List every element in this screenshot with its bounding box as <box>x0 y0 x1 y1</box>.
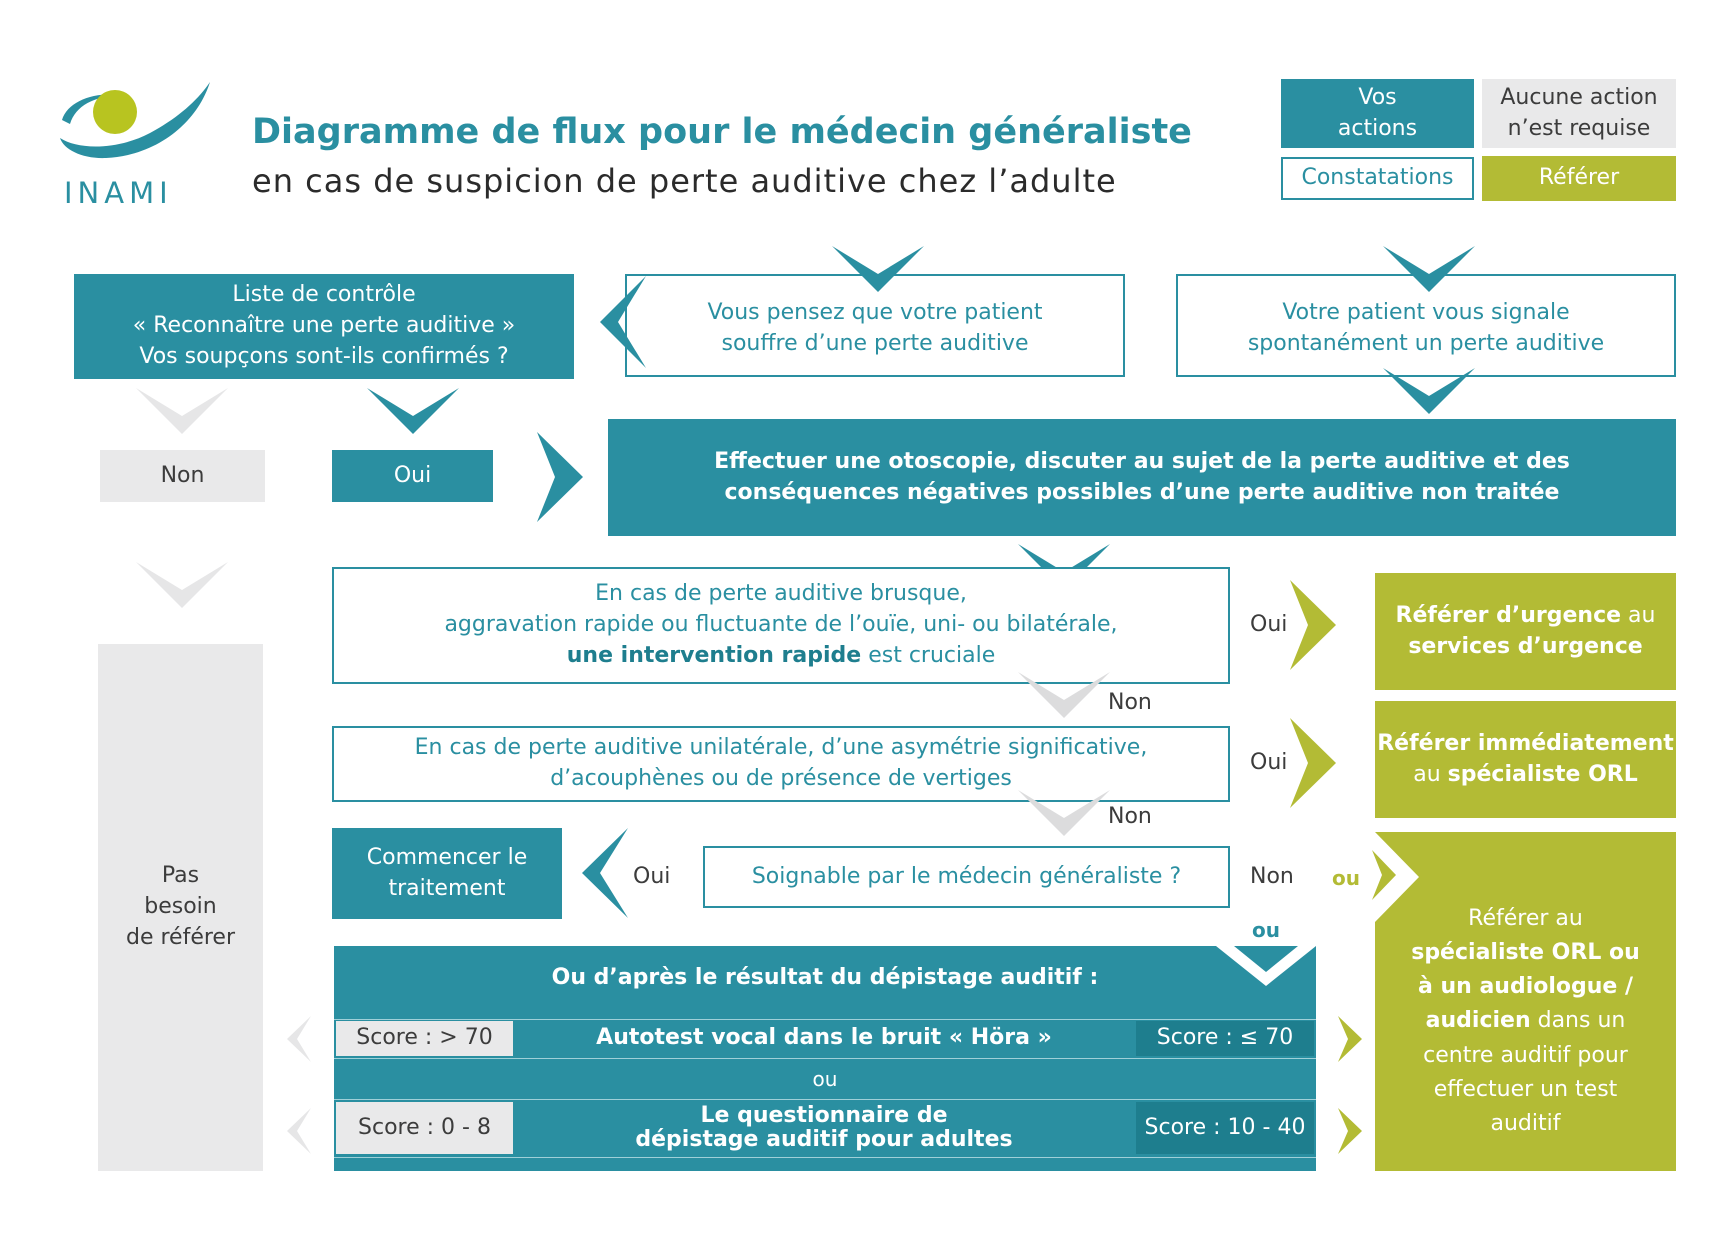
chevron-down-icon <box>136 562 228 608</box>
chevron-down-icon <box>1383 368 1475 414</box>
chevron-right-icon <box>1338 1108 1362 1154</box>
test-hora: Autotest vocal dans le bruit « Höra » <box>596 1025 1052 1051</box>
legend-no-action: Aucune action n’est requise <box>1482 79 1676 148</box>
screening-header: Ou d’après le résultat du dépistage audi… <box>551 965 1099 990</box>
chevron-down-icon <box>832 246 924 292</box>
no-referral-box: Pas besoin de référer <box>98 644 263 1171</box>
refer-urgent-box: Référer d’urgence au services d’urgence <box>1375 573 1676 690</box>
chevron-down-icon <box>1018 672 1110 718</box>
chevron-left-icon <box>600 276 646 368</box>
label-oui-treatable: Oui <box>633 864 671 889</box>
label-non-unilateral: Non <box>1108 804 1152 829</box>
answer-oui-box: Oui <box>332 450 493 502</box>
label-non-sudden: Non <box>1108 690 1152 715</box>
label-non-treatable: Non <box>1250 864 1294 889</box>
score-hora-low: Score : > 70 <box>336 1021 513 1056</box>
suspect-box: Vous pensez que votre patient souffre d’… <box>625 274 1125 377</box>
inami-logo-icon <box>60 82 210 159</box>
chevron-down-icon <box>1018 790 1110 836</box>
chevron-left-icon <box>287 1016 311 1062</box>
sudden-loss-box: En cas de perte auditive brusque, aggrav… <box>332 567 1230 684</box>
test-questionnaire: Le questionnaire de dépistage auditif po… <box>635 1102 1013 1152</box>
chevron-down-icon <box>367 388 459 434</box>
legend-refer: Référer <box>1482 156 1676 201</box>
divider <box>334 1019 1316 1020</box>
chevron-left-icon <box>582 828 628 918</box>
refer-immediate-box: Référer immédiatement au spécialiste ORL <box>1375 701 1676 818</box>
legend-findings: Constatations <box>1281 157 1474 200</box>
chevron-right-icon <box>1290 718 1336 808</box>
chevron-down-icon <box>1383 246 1475 292</box>
score-questionnaire-high: Score : 10 - 40 <box>1136 1102 1314 1154</box>
score-hora-high: Score : ≤ 70 <box>1136 1021 1314 1056</box>
label-ou-right: ou <box>1332 866 1360 890</box>
divider <box>334 1099 1316 1100</box>
divider <box>334 1058 1316 1059</box>
unilateral-box: En cas de perte auditive unilatérale, d’… <box>332 726 1230 802</box>
chevron-right-icon <box>1372 850 1396 900</box>
answer-non-box: Non <box>100 450 265 502</box>
page-title: Diagramme de flux pour le médecin généra… <box>252 112 1192 152</box>
divider <box>334 1157 1316 1158</box>
chevron-down-icon <box>136 388 228 434</box>
start-treatment-box: Commencer le traitement <box>332 828 562 919</box>
otoscopy-box: Effectuer une otoscopie, discuter au suj… <box>608 419 1676 536</box>
chevron-left-icon <box>287 1108 311 1154</box>
chevron-down-icon <box>1216 946 1316 986</box>
chevron-right-icon <box>1290 580 1336 670</box>
legend-actions: Vos actions <box>1281 79 1474 148</box>
checklist-box: Liste de contrôle « Reconnaître une pert… <box>74 274 574 379</box>
label-oui-unilateral: Oui <box>1250 750 1288 775</box>
label-ou-down: ou <box>1252 918 1280 942</box>
screening-or: ou <box>812 1067 838 1091</box>
chevron-right-icon <box>537 432 583 522</box>
chevron-right-icon <box>1375 832 1419 922</box>
logo-text: INAMI <box>64 176 173 210</box>
refer-specialist-box: Référer au spécialiste ORL ou à un audio… <box>1375 832 1676 1171</box>
label-oui-sudden: Oui <box>1250 612 1288 637</box>
chevron-right-icon <box>1338 1016 1362 1062</box>
treatable-box: Soignable par le médecin généraliste ? <box>703 846 1230 908</box>
score-questionnaire-low: Score : 0 - 8 <box>336 1102 513 1154</box>
page-subtitle: en cas de suspicion de perte auditive ch… <box>252 162 1117 200</box>
